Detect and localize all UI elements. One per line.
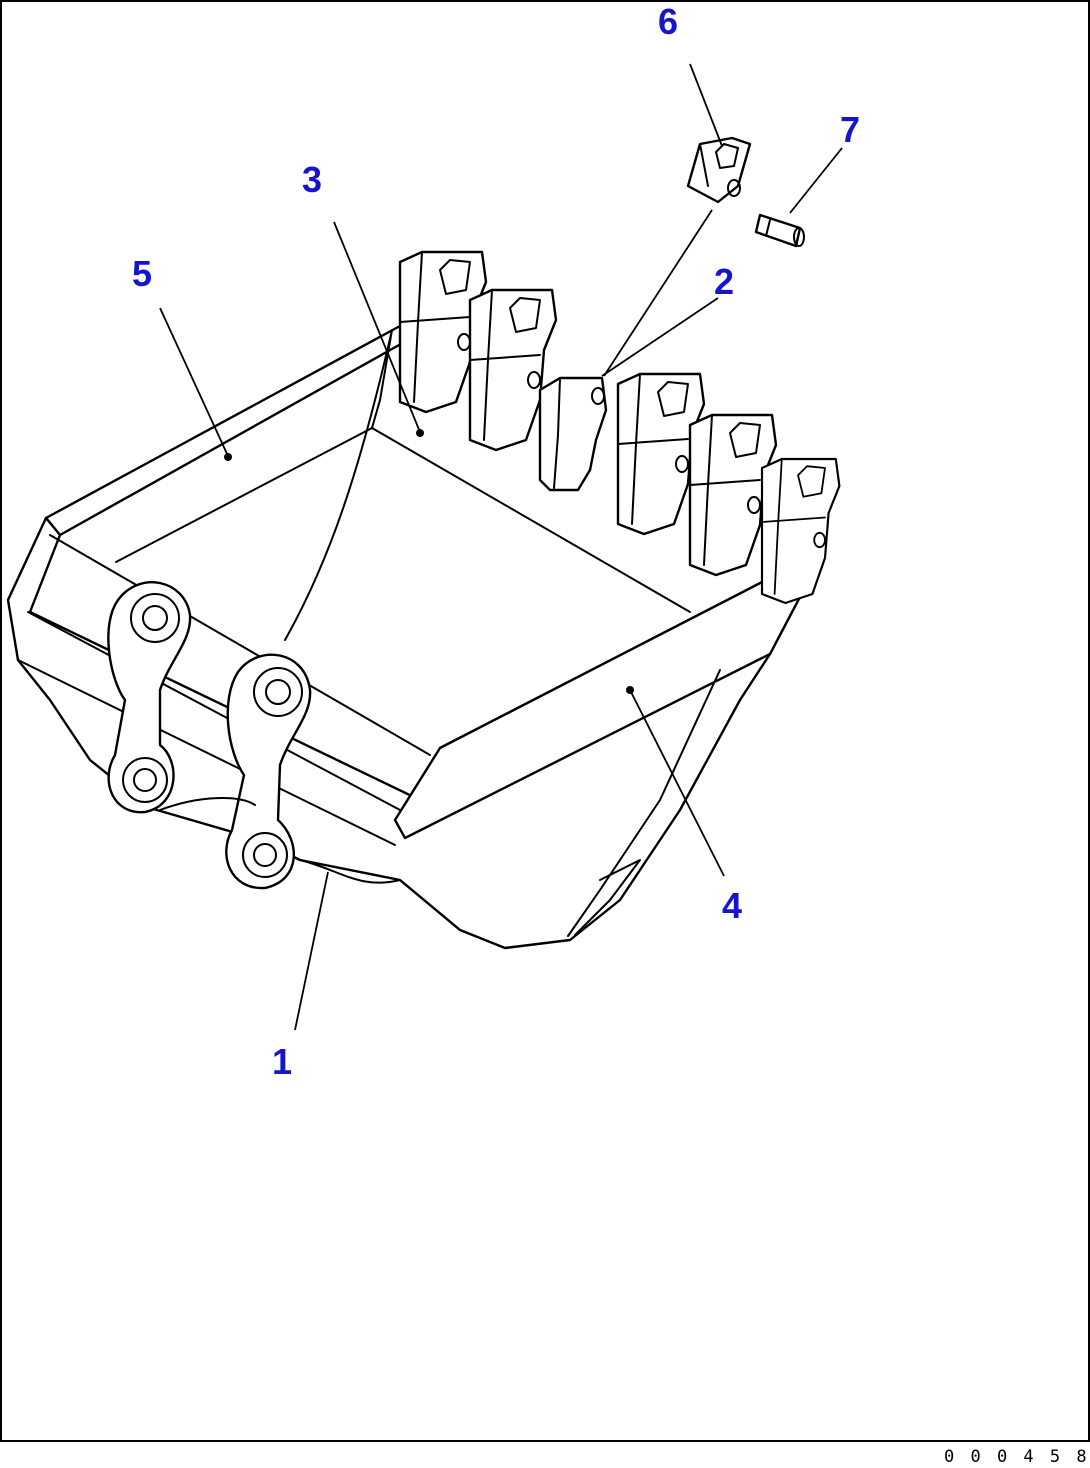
callout-3: 3 bbox=[302, 159, 322, 200]
tooth-point-exploded bbox=[686, 136, 752, 204]
callout-6: 6 bbox=[658, 1, 678, 42]
callout-2: 2 bbox=[714, 261, 734, 302]
callout-labels: 6 7 3 5 2 4 1 bbox=[132, 1, 860, 1082]
callout-1: 1 bbox=[272, 1041, 292, 1082]
leader-2 bbox=[601, 297, 719, 377]
callout-5: 5 bbox=[132, 253, 152, 294]
tooth-pin bbox=[754, 213, 805, 248]
callout-7: 7 bbox=[840, 109, 860, 150]
leader-5 bbox=[159, 307, 229, 457]
leader-4 bbox=[629, 689, 725, 877]
callout-4: 4 bbox=[722, 885, 742, 926]
bucket-assembly bbox=[6, 136, 841, 950]
bucket-floor bbox=[371, 427, 691, 613]
hinge-bracket-front bbox=[107, 581, 192, 814]
drawing-code: 0 0 0 4 5 8 0 3 bbox=[944, 1447, 1090, 1467]
leader-7 bbox=[789, 147, 843, 214]
leader-3 bbox=[333, 221, 421, 433]
leader-lines bbox=[159, 63, 843, 1031]
leader-6 bbox=[689, 63, 723, 147]
leader-1 bbox=[294, 871, 329, 1031]
tooth-row bbox=[398, 250, 841, 605]
hinge-bracket-rear bbox=[225, 653, 312, 890]
